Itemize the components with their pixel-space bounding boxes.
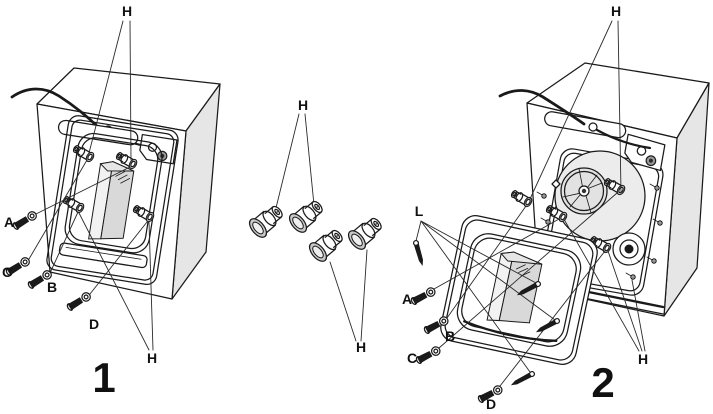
fig2-cord-grommet-center [648,158,653,163]
fig2-pulley-spokes [562,168,603,214]
fig1-screw-d-icon [65,290,93,313]
spacer-1 [245,200,288,241]
fig2-panel-bottom-bar [463,320,558,343]
fig1-screw-a-icon [11,209,39,232]
fig2-leader-d [499,250,606,387]
fig2-panel-block-top [500,251,543,265]
fig1-step-number: 1 [92,354,115,401]
fig1-block-hatch [115,171,130,184]
fig2-top-slot-group [544,111,666,172]
fig2-panel-screw-3 [509,370,536,388]
spacers-label-h-top: H [298,97,308,113]
fig1-back-panel [46,115,179,285]
fig2-panel-mount-studs [536,183,663,280]
fig2-motor [612,232,646,266]
spacers-label-h-bottom: H [356,339,366,355]
fig1-label-c: C [2,264,12,280]
fig2-screw-c-icon [414,344,443,366]
fig2-removed-back-panel [440,215,598,365]
fig1-leader-a [35,166,131,215]
fig2-label-h-top: H [611,3,621,19]
spacer-2 [285,195,328,236]
figure1-machine-back-view [10,67,221,300]
fig1-leader-c [28,159,88,260]
fig2-power-cord-tail [595,128,652,150]
fig2-leader-h-top [529,20,622,200]
spacers-leader-top [275,113,315,209]
figure2-callouts: H H L A B C D 2 [402,3,648,412]
fig2-label-c: C [407,350,417,366]
fig2-label-l: L [415,203,424,219]
transit-spacers-detail: H H [245,97,387,355]
fig1-handle-slot [57,119,139,146]
spacer-4 [344,212,387,253]
fig2-label-h-bottom: H [638,351,648,367]
fig1-leader-d [89,221,148,295]
fig1-leader-h-top [88,20,132,161]
fig1-label-h-bottom: H [147,350,157,366]
fig1-leader-b [49,211,79,274]
fig1-center-block-top [99,161,135,172]
fig1-power-cord [10,87,101,130]
figure1-callouts: H H A C B D 1 [2,3,157,401]
fig1-leader-h-bottom [78,212,154,351]
fig2-leader-l [415,220,556,373]
fig2-drive-pulley [560,167,608,215]
fig1-label-b: B [47,279,57,295]
fig1-label-d: D [89,316,99,332]
fig2-step-number: 2 [591,359,614,406]
fig2-diamond-hole [551,179,561,189]
fig2-power-cord [498,89,586,126]
fig2-leader-h-bottom [564,220,646,352]
fig2-panel-screw-1 [412,239,426,267]
fig2-screw-a-icon [409,285,438,307]
fig2-label-a: A [402,291,412,307]
fig2-leader-c [438,192,618,349]
fig2-leader-b [446,205,527,319]
fig1-label-h-top: H [122,3,132,19]
spacers-leader-bottom [329,249,368,342]
fig1-plate-hole [147,142,158,152]
fig2-transit-bolt-1 [509,187,534,209]
fig2-label-d: D [486,396,496,412]
spacer-3 [305,224,348,265]
fig1-bottom-channel [58,242,148,269]
fig1-label-a: A [4,214,14,230]
fig2-cord-ring [588,122,598,132]
fig2-label-b: B [445,328,455,344]
fig2-leader-a [433,218,560,290]
